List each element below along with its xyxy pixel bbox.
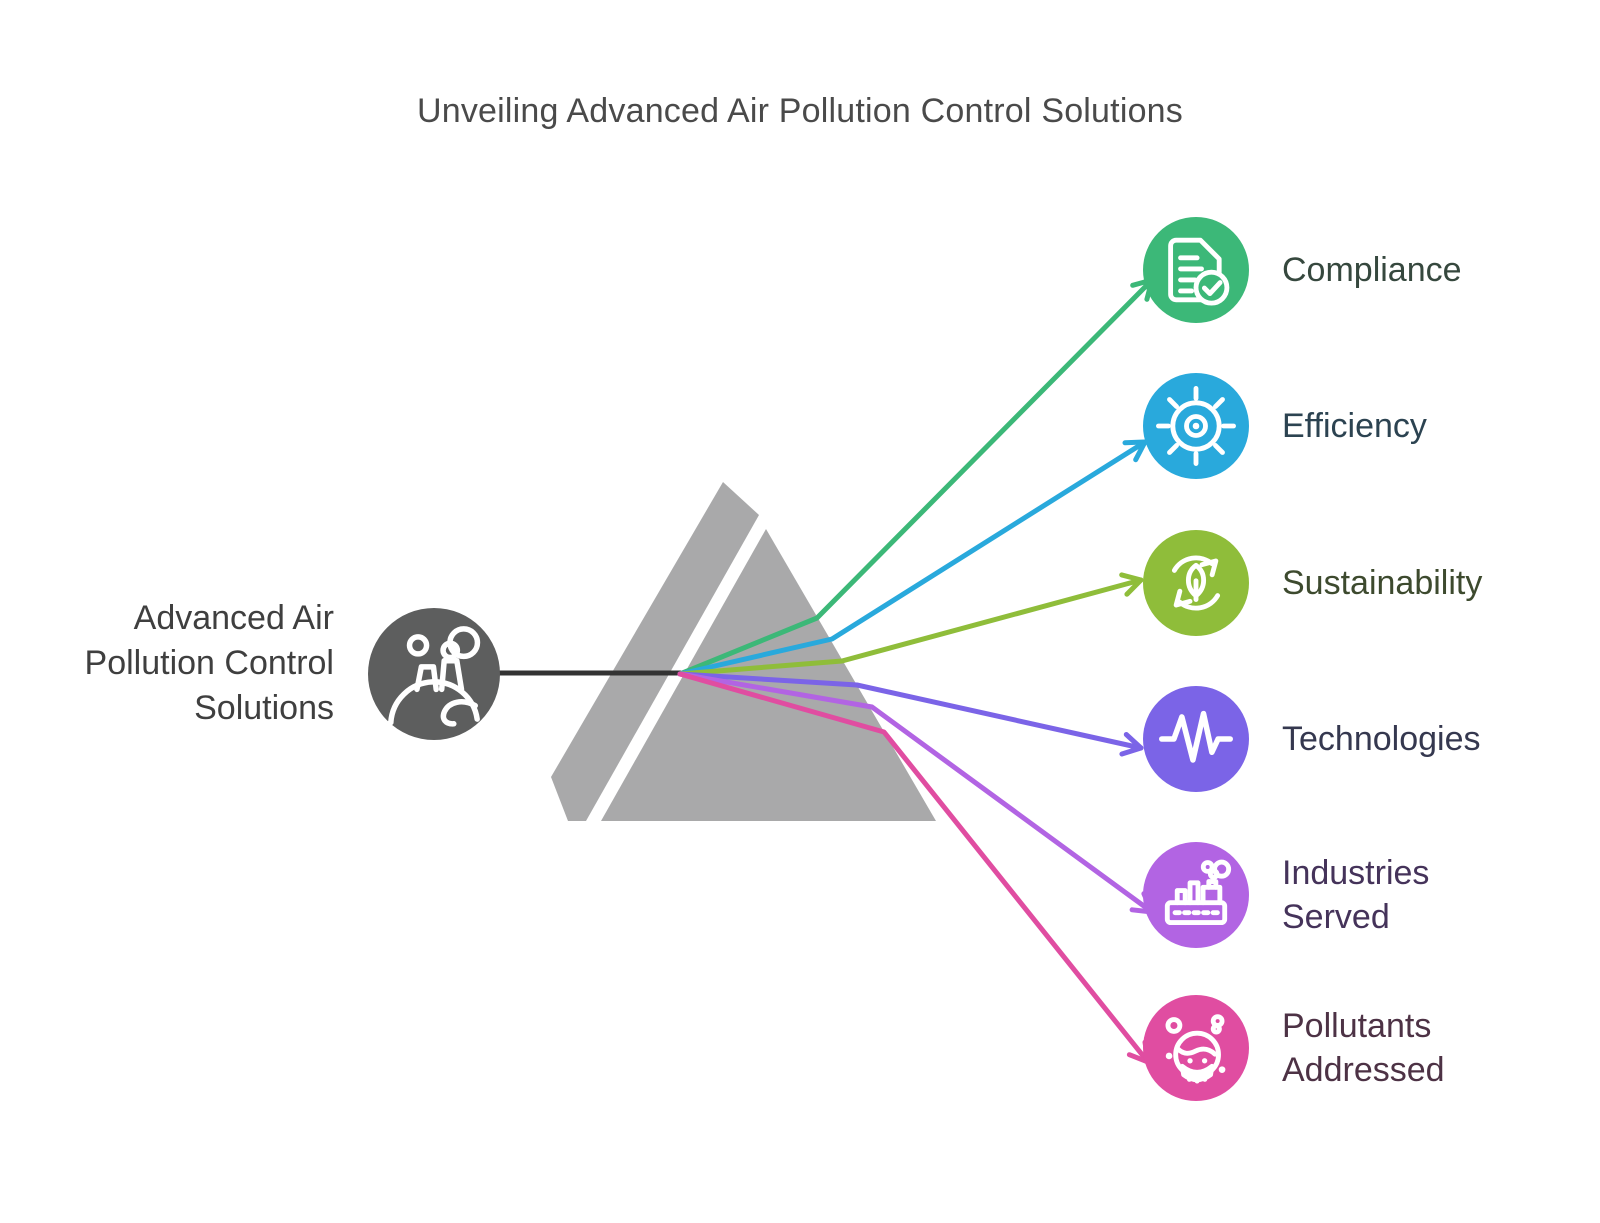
root-label-line: Solutions: [194, 689, 334, 727]
arrowhead-icon: [1122, 439, 1148, 463]
arrowhead-icon: [1119, 572, 1144, 597]
arrowhead-icon: [1119, 732, 1144, 757]
root-node-badge: [368, 608, 500, 740]
item-label: Industries Served: [1282, 851, 1429, 939]
factory-globe-icon: [368, 608, 500, 740]
branch-item-industries-served: Industries Served: [1143, 842, 1600, 948]
item-label-line: Technologies: [1282, 720, 1481, 758]
item-label: Technologies: [1282, 717, 1480, 761]
item-label-line: Compliance: [1282, 251, 1462, 289]
prism-main-triangle: [601, 529, 936, 821]
prism-shape: [551, 482, 936, 821]
leaf-recycle-icon: [1143, 530, 1249, 636]
item-label-line: Served: [1282, 898, 1390, 936]
root-label-line: Pollution Control: [84, 644, 334, 682]
branch-item-compliance: Compliance: [1143, 217, 1600, 323]
item-label: Sustainability: [1282, 561, 1482, 605]
item-label: Pollutants Addressed: [1282, 1004, 1445, 1092]
item-label-line: Pollutants: [1282, 1007, 1432, 1045]
document-check-icon: [1143, 217, 1249, 323]
root-label-line: Advanced Air: [133, 599, 334, 637]
arrow-technologies: [677, 671, 1144, 757]
item-label: Compliance: [1282, 248, 1462, 292]
gear-icon: [1143, 373, 1249, 479]
branch-item-technologies: Technologies: [1143, 686, 1600, 792]
factory-icon: [1143, 842, 1249, 948]
item-label-line: Addressed: [1282, 1051, 1445, 1089]
arrow-efficiency: [677, 439, 1148, 677]
mask-face-icon: [1143, 995, 1249, 1101]
branch-item-pollutants-addressed: Pollutants Addressed: [1143, 995, 1600, 1101]
item-label-line: Industries: [1282, 854, 1430, 892]
root-node-label: Advanced Air Pollution Control Solutions: [0, 596, 334, 731]
pulse-icon: [1143, 686, 1249, 792]
item-label-line: Efficiency: [1282, 407, 1427, 445]
item-label-line: Sustainability: [1282, 564, 1483, 602]
item-label: Efficiency: [1282, 404, 1427, 448]
arrow-sustainability: [677, 572, 1144, 677]
page-title: Unveiling Advanced Air Pollution Control…: [416, 92, 1183, 130]
branch-item-efficiency: Efficiency: [1143, 373, 1600, 479]
branch-item-sustainability: Sustainability: [1143, 530, 1600, 636]
prism-left-sliver: [551, 482, 759, 821]
